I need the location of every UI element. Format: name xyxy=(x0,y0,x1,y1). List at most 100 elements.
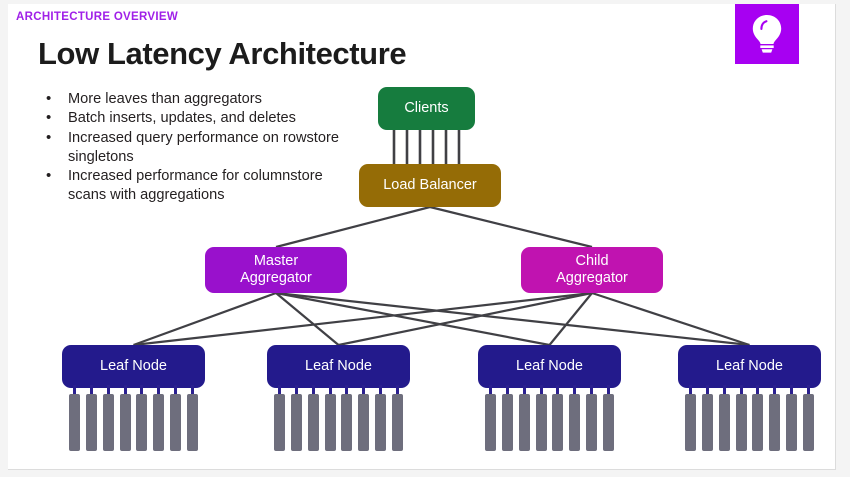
leaf-disk xyxy=(501,394,513,451)
node-clients[interactable]: Clients xyxy=(378,87,475,130)
leaf-disk xyxy=(307,394,319,451)
leaf-disk-stem xyxy=(807,385,810,395)
leaf-disk xyxy=(274,394,285,451)
leaf-disk-stem xyxy=(539,385,543,395)
leaf-disk-stem xyxy=(73,385,76,395)
leaf-disk xyxy=(735,394,747,451)
node-leaf-3[interactable]: Leaf Node xyxy=(478,345,621,388)
list-item: • Increased performance for columnstore … xyxy=(34,167,344,206)
leaf-disk xyxy=(603,394,614,451)
leaf-disk xyxy=(485,394,496,451)
leaf-disk xyxy=(153,394,165,451)
leaf-disk xyxy=(341,394,353,451)
bullet-dot-icon: • xyxy=(46,109,52,127)
slide-eyebrow: ARCHITECTURE OVERVIEW xyxy=(16,11,178,23)
leaf-disk-stem xyxy=(505,385,509,395)
leaf-disk-stem xyxy=(294,385,298,395)
node-label-line2: Aggregator xyxy=(240,270,312,286)
slide-canvas: ARCHITECTURE OVERVIEW Low Latency Archit… xyxy=(8,4,836,470)
diagram-edges xyxy=(133,128,750,347)
list-item: • Batch inserts, updates, and deletes xyxy=(34,109,344,128)
node-label: Leaf Node xyxy=(516,358,583,374)
node-label: Leaf Node xyxy=(100,358,167,374)
leaf-disk-stem xyxy=(556,385,560,395)
leaf-disk xyxy=(102,394,114,451)
node-load-balancer[interactable]: Load Balancer xyxy=(359,164,501,207)
leaf-disk xyxy=(752,394,764,451)
leaf-disk-stem xyxy=(396,385,399,395)
architecture-diagram: Clients Load Balancer Master Aggregator … xyxy=(8,4,835,469)
leaf-disk-stem xyxy=(157,385,161,395)
list-item: • Increased query performance on rowstor… xyxy=(34,129,344,168)
leaf-disk xyxy=(290,394,302,451)
node-leaf-1[interactable]: Leaf Node xyxy=(62,345,205,388)
leaf-disk xyxy=(718,394,730,451)
bullet-text: More leaves than aggregators xyxy=(68,91,262,107)
leaf-disk-stem xyxy=(328,385,332,395)
leaf-disk-stem xyxy=(89,385,93,395)
lightbulb-badge xyxy=(735,4,799,64)
leaf-disk xyxy=(535,394,547,451)
leaf-disk xyxy=(803,394,814,451)
leaf-disk-stem xyxy=(607,385,610,395)
leaf-disk xyxy=(685,394,696,451)
node-leaf-4[interactable]: Leaf Node xyxy=(678,345,821,388)
leaf-disk xyxy=(119,394,131,451)
leaf-disk-stem xyxy=(174,385,178,395)
leaf-disk xyxy=(170,394,182,451)
leaf-disk-stem xyxy=(739,385,743,395)
leaf-disk-stem xyxy=(489,385,492,395)
leaf-disk xyxy=(324,394,336,451)
node-child-aggregator[interactable]: Child Aggregator xyxy=(521,247,663,293)
bullet-text: Batch inserts, updates, and deletes xyxy=(68,110,296,127)
leaf-disk-stem xyxy=(140,385,144,395)
bullet-dot-icon: • xyxy=(46,167,52,185)
node-label: Clients xyxy=(404,100,449,116)
leaf-disk-stem xyxy=(362,385,366,395)
leaf-disk xyxy=(586,394,598,451)
node-label-line1: Master xyxy=(253,253,299,269)
leaf-disk-stem xyxy=(379,385,383,395)
node-label: Leaf Node xyxy=(305,358,372,374)
leaf-disk xyxy=(518,394,530,451)
leaf-disk xyxy=(701,394,713,451)
leaf-disk-stem xyxy=(191,385,194,395)
leaf-disk-stem xyxy=(278,385,281,395)
leaf-disk-stem xyxy=(573,385,577,395)
leaf-disk xyxy=(136,394,148,451)
leaf-disk-stem xyxy=(311,385,315,395)
leaf-disk xyxy=(187,394,198,451)
bullet-dot-icon: • xyxy=(46,90,52,107)
leaf-disk-stem xyxy=(722,385,726,395)
node-label-line2: Aggregator xyxy=(556,270,628,286)
bullet-list: • More leaves than aggregators • Batch i… xyxy=(34,90,344,206)
leaf-disk-stem xyxy=(689,385,692,395)
leaf-disk xyxy=(69,394,80,451)
node-leaf-2[interactable]: Leaf Node xyxy=(267,345,410,388)
bullet-text: Increased query performance on rowstore … xyxy=(68,129,339,165)
node-master-aggregator[interactable]: Master Aggregator xyxy=(205,247,347,293)
leaf-disk-stem xyxy=(345,385,349,395)
bullet-text: Increased performance for columnstore sc… xyxy=(68,168,323,204)
leaf-disk-stem xyxy=(705,385,709,395)
leaf-disk xyxy=(769,394,781,451)
node-label: Leaf Node xyxy=(716,358,783,374)
leaf-disk xyxy=(569,394,581,451)
leaf-disk xyxy=(392,394,403,451)
leaf-disk-stem xyxy=(590,385,594,395)
bullet-dot-icon: • xyxy=(46,128,52,146)
leaf-disk-stem xyxy=(773,385,777,395)
leaf-disk xyxy=(358,394,370,451)
leaf-disk-stem xyxy=(106,385,110,395)
node-label-line1: Child xyxy=(575,253,609,269)
leaf-disk-stem xyxy=(123,385,127,395)
list-item: • More leaves than aggregators xyxy=(34,90,344,109)
leaf-disk-stem xyxy=(790,385,794,395)
leaf-disk xyxy=(552,394,564,451)
leaf-disk-stem xyxy=(756,385,760,395)
leaf-disk-stem xyxy=(522,385,526,395)
node-label: Load Balancer xyxy=(383,177,477,193)
leaf-disk xyxy=(375,394,387,451)
leaf-disk xyxy=(786,394,798,451)
